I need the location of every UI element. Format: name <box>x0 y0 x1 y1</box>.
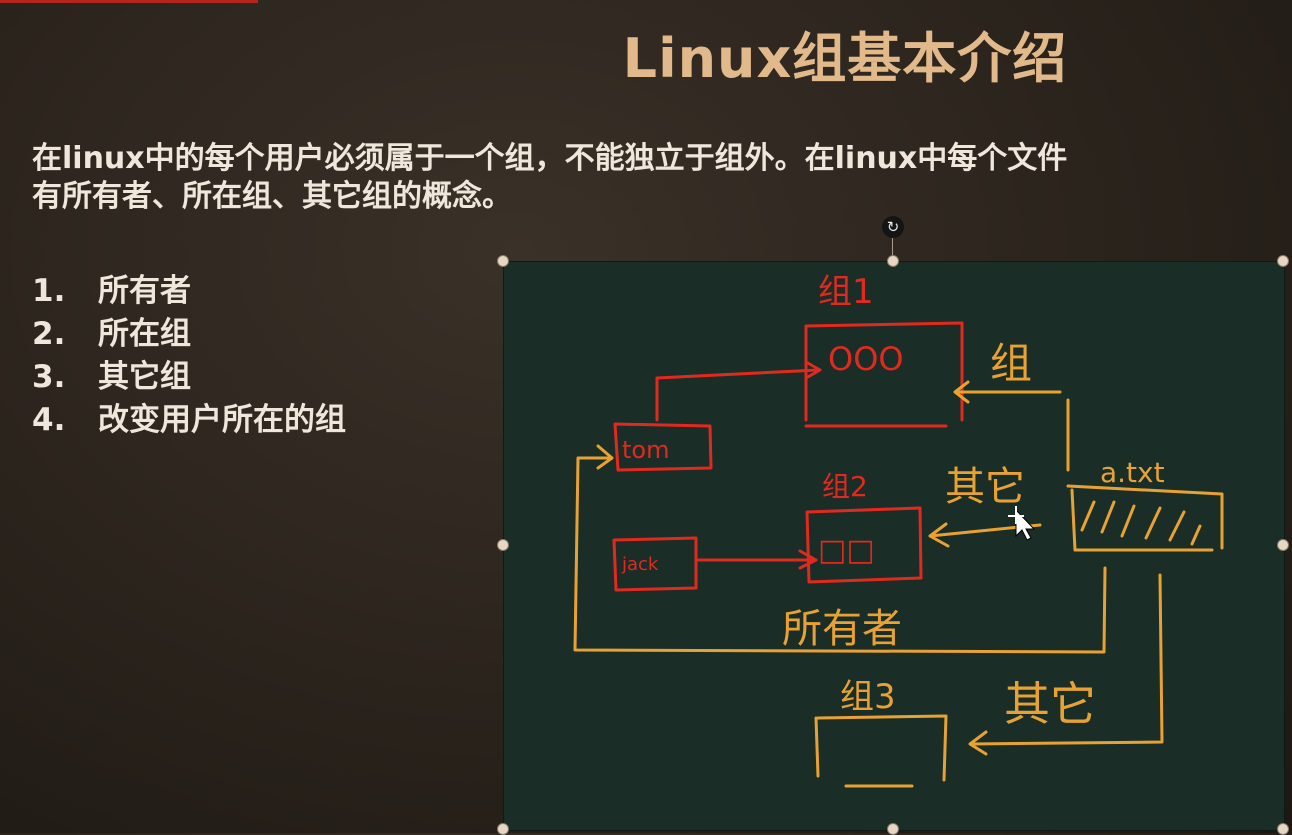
resize-handle-right[interactable] <box>1277 539 1289 551</box>
list-item: 1. 所有者 <box>32 270 346 313</box>
group2-members: □□ <box>818 533 875 568</box>
concept-list: 1. 所有者 2. 所在组 3. 其它组 4. 改变用户所在的组 <box>32 270 346 442</box>
resize-handle-top[interactable] <box>887 255 899 267</box>
resize-handle-top-right[interactable] <box>1277 255 1289 267</box>
move-cursor-icon <box>1008 506 1036 541</box>
group1-members: OOO <box>828 340 904 378</box>
list-number: 4. <box>32 402 66 438</box>
group2-label: 组2 <box>822 470 868 503</box>
drawing-image-frame[interactable] <box>503 261 1285 831</box>
group-arrow <box>953 380 1070 472</box>
arrow-other-middle-label: 其它 <box>945 464 1025 510</box>
group1-box <box>804 321 964 428</box>
group1-label: 组1 <box>818 272 874 312</box>
owner-arrow <box>573 444 1107 654</box>
jack-box <box>612 536 698 592</box>
slide-title: Linux组基本介绍 <box>622 27 1068 90</box>
top-accent-strip <box>0 0 258 3</box>
list-text: 改变用户所在的组 <box>98 402 346 438</box>
file-hatching <box>1080 500 1202 546</box>
rotate-handle-stem <box>892 238 893 261</box>
list-number: 3. <box>32 359 66 395</box>
list-item: 2. 所在组 <box>32 313 346 356</box>
other-arrow-bottom <box>968 573 1164 756</box>
tom-box <box>613 422 713 472</box>
list-number: 1. <box>32 273 66 309</box>
intro-line-1: 在linux中的每个用户必须属于一个组，不能独立于组外。在linux中每个文件 <box>32 141 1068 176</box>
group3-label: 组3 <box>840 677 896 717</box>
list-number: 2. <box>32 316 66 352</box>
group3-box <box>814 714 948 788</box>
arrow-other-bottom-label: 其它 <box>1004 677 1096 731</box>
list-text: 其它组 <box>98 359 191 395</box>
resize-handle-top-left[interactable] <box>497 255 509 267</box>
resize-handle-left[interactable] <box>497 539 509 551</box>
list-item: 4. 改变用户所在的组 <box>32 399 346 442</box>
arrow-group-label: 组 <box>990 339 1032 388</box>
list-text: 所有者 <box>98 273 191 309</box>
tom-to-group1-line <box>655 360 822 422</box>
intro-line-2: 有所有者、所在组、其它组的概念。 <box>32 179 512 214</box>
file-box <box>1066 484 1224 552</box>
rotate-icon[interactable]: ↻ <box>882 216 904 238</box>
jack-to-group2-line <box>696 549 818 570</box>
list-text: 所在组 <box>98 316 191 352</box>
intro-paragraph: 在linux中的每个用户必须属于一个组，不能独立于组外。在linux中每个文件 … <box>32 140 1272 216</box>
arrow-owner-label: 所有者 <box>782 606 902 652</box>
file-label: a.txt <box>1100 456 1165 489</box>
user-tom-label: tom <box>622 436 669 464</box>
list-item: 3. 其它组 <box>32 356 346 399</box>
user-jack-label: jack <box>621 554 659 575</box>
